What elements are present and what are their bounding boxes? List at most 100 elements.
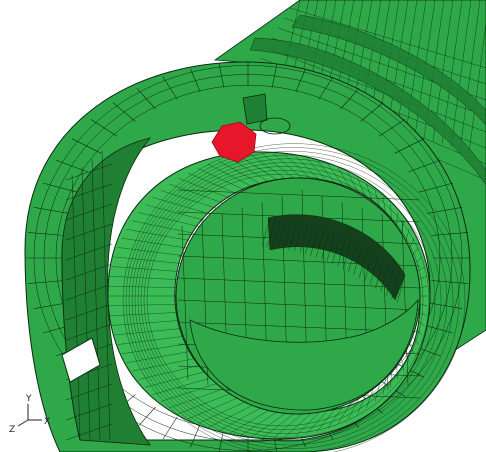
cavity-grid-line xyxy=(65,163,113,181)
top-notch[interactable] xyxy=(242,93,291,135)
ring-radial-line xyxy=(109,312,178,316)
ring-radial-line xyxy=(382,197,386,215)
dense-band-line xyxy=(294,223,303,252)
dense-band-line xyxy=(315,229,325,258)
face-radial-line xyxy=(27,232,65,236)
cavity-grid-line xyxy=(65,283,113,301)
face-radial-line xyxy=(426,302,463,309)
dense-band-line xyxy=(391,271,400,300)
dense-ring-band-2 xyxy=(291,14,486,126)
ring-radial-line xyxy=(178,178,230,199)
back-grid-line xyxy=(289,7,486,69)
cavity-grid-line xyxy=(91,158,101,441)
ring-radial-line xyxy=(138,365,200,380)
inner-cavity[interactable] xyxy=(61,137,152,446)
ring-radial-line xyxy=(145,204,205,221)
cavity-grid-line xyxy=(65,183,113,201)
ring-radial-line xyxy=(126,351,191,363)
ring-radial-line xyxy=(417,320,425,326)
dense-band-line xyxy=(299,224,308,253)
dense-band-line xyxy=(353,246,362,275)
ring-radial-line xyxy=(327,405,344,428)
back-grid-line xyxy=(387,0,409,127)
ring-concentric-line xyxy=(122,143,466,452)
cavity-grid-line xyxy=(65,383,113,401)
ring-radial-line xyxy=(317,408,336,432)
dense-band-line xyxy=(380,263,389,292)
ring-radial-line xyxy=(357,178,367,199)
triad-y-label: Y xyxy=(25,394,32,404)
ring-radial-line xyxy=(114,256,181,264)
ring-radial-line xyxy=(251,413,286,438)
ring-radial-line xyxy=(366,388,374,408)
rectangular-hole[interactable] xyxy=(61,337,101,383)
cavity-grid-line xyxy=(65,303,113,321)
cavity-grid-line xyxy=(65,203,113,221)
ring-radial-line xyxy=(317,160,336,184)
selected-element-highlight[interactable] xyxy=(211,121,257,163)
cavity-grid-line xyxy=(65,243,113,261)
bore-lower-wall xyxy=(189,298,419,411)
ring-radial-line xyxy=(197,401,245,424)
ring-radial-line xyxy=(169,388,223,409)
bore-interior[interactable] xyxy=(175,177,421,415)
dense-band-line xyxy=(326,233,335,262)
dense-band-line xyxy=(278,220,287,249)
ring-radial-line xyxy=(295,156,320,180)
dense-band-line xyxy=(364,253,373,282)
ring-radial-line xyxy=(417,266,425,272)
ring-radial-line xyxy=(121,343,187,354)
ring-radial-line xyxy=(273,153,303,179)
ring-radial-line xyxy=(178,393,230,414)
bore-dense-band-lines xyxy=(261,217,406,304)
dense-band-line xyxy=(375,260,384,289)
ring-radial-line xyxy=(337,168,352,190)
ring-radial-line xyxy=(401,220,404,234)
back-grid-line xyxy=(265,47,486,133)
ring-radial-line xyxy=(327,164,344,187)
ring-radial-line xyxy=(108,285,177,288)
bore-grid-line xyxy=(177,189,421,201)
ring-radial-line xyxy=(229,158,269,182)
ring-concentric-line xyxy=(137,162,436,438)
face-radial-line xyxy=(295,68,306,93)
ring-radial-line xyxy=(366,184,374,204)
ring-radial-line xyxy=(132,220,195,234)
ring-radial-line xyxy=(121,238,187,249)
dense-band-line xyxy=(305,226,314,255)
face-radial-line xyxy=(426,207,463,214)
dense-band-line xyxy=(342,240,352,269)
ring-radial-line xyxy=(262,413,294,439)
ring-concentric-line xyxy=(131,154,448,446)
cavity-grid-line xyxy=(71,174,81,441)
ring-radial-line xyxy=(374,383,380,402)
ring-radial-line xyxy=(390,371,392,388)
ring-radial-line xyxy=(412,247,419,256)
ring-radial-line xyxy=(347,398,360,420)
cavity-grid-line xyxy=(65,423,113,441)
ring-radial-line xyxy=(218,408,261,432)
face-radial-line xyxy=(190,423,201,448)
dense-band-line xyxy=(396,274,406,304)
cavity-grid-line xyxy=(65,323,113,341)
face-radial-line xyxy=(190,68,201,93)
ring-radial-line xyxy=(126,229,191,241)
dense-band-line xyxy=(337,238,346,267)
cavity-grid-line xyxy=(81,166,91,441)
inner-ring-face[interactable] xyxy=(107,143,466,452)
ring-radial-line xyxy=(405,229,410,241)
dense-band-line xyxy=(283,221,292,250)
ring-radial-line xyxy=(284,154,311,179)
ring-radial-line xyxy=(306,158,328,182)
ring-radial-line xyxy=(382,377,386,395)
face-radial-line xyxy=(271,63,278,88)
triad-z-label: Z xyxy=(9,425,15,435)
face-radial-line xyxy=(33,207,70,214)
ring-radial-line xyxy=(138,212,200,227)
ring-radial-line xyxy=(197,168,245,191)
ring-radial-line xyxy=(117,247,184,256)
ring-radial-line xyxy=(218,160,261,184)
ring-radial-line xyxy=(240,156,277,180)
ring-radial-line xyxy=(419,285,428,288)
